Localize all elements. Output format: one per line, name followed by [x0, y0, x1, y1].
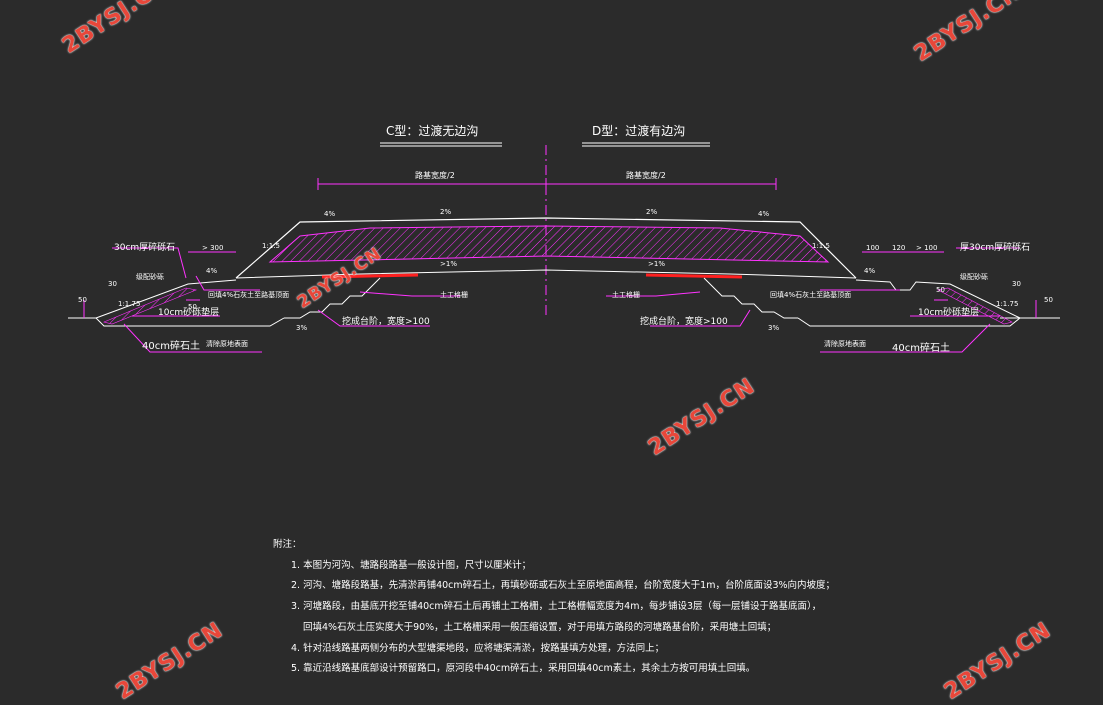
- slope-label: 1:1.75: [118, 300, 141, 308]
- dimension-text: 100: [866, 244, 880, 252]
- bench-steps-left: [284, 277, 381, 319]
- slope-label: 1:1.5: [812, 242, 830, 250]
- dimension-text: 50: [936, 286, 945, 294]
- half-width-label-left: 路基宽度/2: [415, 171, 455, 180]
- slope-label: 4%: [324, 210, 336, 218]
- slope-label: 4%: [758, 210, 770, 218]
- half-width-dimension: [317, 178, 777, 190]
- dimension-text: 30: [108, 280, 117, 288]
- half-width-label-right: 路基宽度/2: [626, 171, 666, 180]
- ground-lines: [68, 279, 1060, 327]
- note-item: 5. 靠近沿线路基底部设计预留路口，原河段中40cm碎石土，采用回填40cm素土…: [291, 663, 756, 675]
- note-item: 3. 河塘路段，由基底开挖至铺40cm碎石土后再铺土工格栅，土工格栅幅宽度为4m…: [291, 601, 822, 613]
- road-surface: [235, 217, 857, 279]
- slope-label: 3%: [768, 324, 780, 332]
- layer-label: 10cm砂砾垫层: [918, 308, 980, 318]
- layer-label: 40cm碎石土: [892, 343, 950, 354]
- notes-block: 附注： 1. 本图为河沟、塘路段路基一般设计图，尺寸以厘米计； 2. 河沟、塘路…: [273, 535, 835, 680]
- slope-label: 3%: [296, 324, 308, 332]
- dimension-text: > 100: [916, 244, 938, 252]
- layer-label: 40cm碎石土: [142, 341, 200, 352]
- slope-label: 1:1.5: [262, 242, 280, 250]
- slope-label: >1%: [440, 260, 457, 268]
- layer-label: 土工格栅: [440, 291, 468, 299]
- layer-label: 土工格栅: [612, 291, 640, 299]
- dimension-text: 50: [1044, 296, 1053, 304]
- layer-label: 挖成台阶，宽度>100: [342, 317, 430, 327]
- pavement-layer: [268, 225, 830, 263]
- title-left: C型：过渡无边沟: [386, 124, 479, 138]
- subgrade-top: [235, 269, 857, 279]
- dimension-text: 50: [188, 303, 197, 311]
- slope-label: 1:1.75: [996, 300, 1019, 308]
- layer-label: 回填4%石灰土至路基顶面: [770, 291, 852, 299]
- layer-label: 清除原地表面: [824, 340, 866, 348]
- title-right: D型：过渡有边沟: [592, 124, 686, 138]
- toe-fill-right: [937, 287, 1013, 325]
- note-item: 回填4%石灰土压实度大于90%，土工格栅采用一般压缩设置，对于用填方路段的河塘路…: [303, 621, 777, 633]
- slope-label: >1%: [648, 260, 665, 268]
- layer-label: 回填4%石灰土至路基顶面: [208, 291, 290, 299]
- title-underlines: [380, 142, 710, 147]
- geogrid: [321, 273, 743, 279]
- dimension-text: 120: [892, 244, 906, 252]
- dimension-text: > 300: [202, 244, 224, 252]
- notes-heading: 附注：: [273, 539, 302, 550]
- bench-steps-right: [703, 277, 798, 319]
- layer-label: 厚30cm厚碎砾石: [960, 243, 1031, 253]
- slope-label: 4%: [206, 267, 218, 275]
- layer-label: 级配砂砾: [960, 273, 988, 281]
- slope-label: 2%: [440, 208, 452, 216]
- note-item: 1. 本图为河沟、塘路段路基一般设计图，尺寸以厘米计；: [291, 559, 532, 571]
- dimension-text: 30: [1012, 280, 1021, 288]
- note-item: 4. 针对沿线路基两侧分布的大型塘渠地段，应将塘渠清淤，按路基填方处理，方法同上…: [291, 642, 665, 654]
- slope-label: 2%: [646, 208, 658, 216]
- dimension-lines: [83, 247, 1037, 353]
- dimension-text: 50: [78, 296, 87, 304]
- note-item: 2. 河沟、塘路段路基，先清淤再铺40cm碎石土，再填砂砾或石灰土至原地面高程，…: [291, 580, 836, 592]
- layer-label: 30cm厚碎砾石: [114, 243, 176, 253]
- slope-label: 4%: [864, 267, 876, 275]
- layer-label: 挖成台阶，宽度>100: [640, 317, 728, 327]
- cross-section-drawing: [68, 142, 1060, 353]
- toe-fill-left: [103, 287, 198, 325]
- layer-label: 10cm砂砾垫层: [158, 308, 220, 318]
- layer-label: 清除原地表面: [206, 340, 248, 348]
- layer-label: 级配砂砾: [136, 273, 164, 281]
